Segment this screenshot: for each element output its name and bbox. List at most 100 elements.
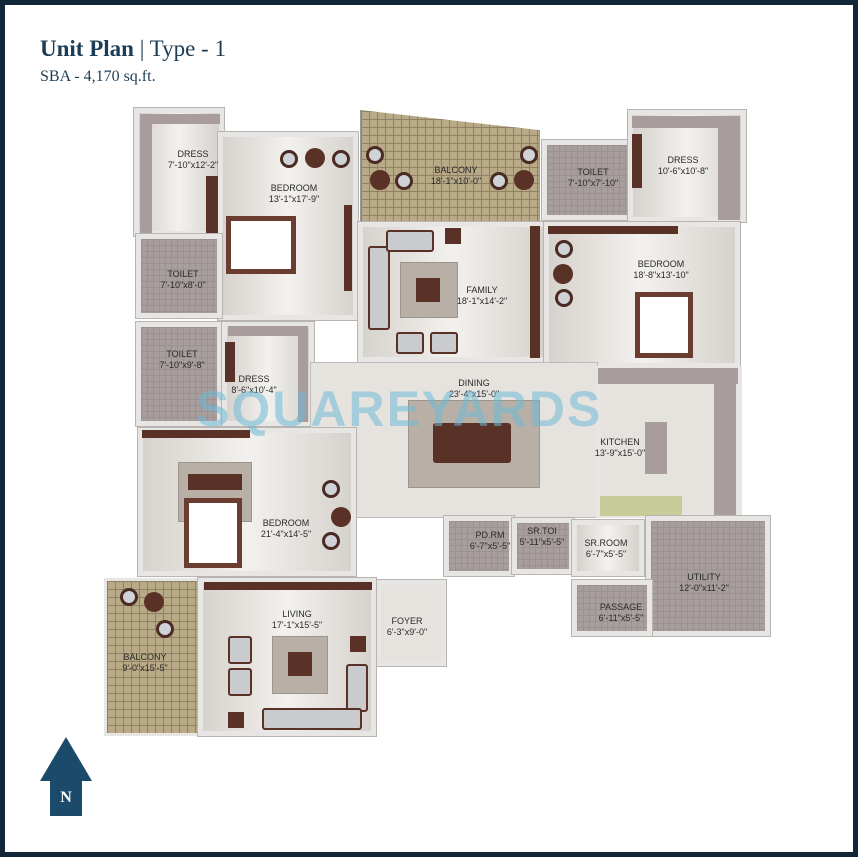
wardrobe (718, 116, 740, 220)
room-balcony-n (360, 110, 540, 222)
room-size: 18'-1"x14'-2" (456, 296, 508, 306)
armchair (395, 172, 413, 190)
wardrobe (225, 342, 235, 382)
wardrobe (632, 134, 642, 188)
armchair (555, 289, 573, 307)
armchair (322, 532, 340, 550)
side-table (370, 170, 390, 190)
room-name: SR.TOI (527, 526, 557, 536)
side-table (350, 636, 366, 652)
kitchen-counter (600, 496, 682, 516)
room-name: DINING (458, 378, 490, 388)
room-size: 7'-10"x8'-0" (160, 280, 206, 290)
armchair (555, 240, 573, 258)
title-type: Type - 1 (149, 36, 226, 61)
side-table (144, 592, 164, 612)
title-separator: | (139, 36, 145, 61)
room-size: 6'-11"x5'-5" (598, 613, 644, 623)
tv-unit (548, 226, 678, 234)
sofa (346, 664, 368, 712)
room-name: LIVING (282, 609, 312, 619)
room-size: 6'-7"x5'-5" (585, 549, 627, 559)
armchair (228, 636, 252, 664)
room-name: TOILET (577, 167, 609, 177)
room-name: DRESS (667, 155, 699, 165)
room-size: 7'-10"x9'-8" (159, 360, 205, 370)
wardrobe (632, 116, 740, 128)
armchair (332, 150, 350, 168)
armchair (430, 332, 458, 354)
sofa (386, 230, 434, 252)
room-size: 17'-1"x15'-5" (271, 620, 323, 630)
room-name: BEDROOM (270, 183, 318, 193)
wardrobe (206, 176, 218, 236)
side-table (553, 264, 573, 284)
room-size: 18'-1"x10'-0" (430, 176, 482, 186)
room-toilet-ne (541, 139, 633, 221)
title-unit-plan: Unit Plan (40, 36, 134, 61)
room-size: 13'-1"x17'-9" (268, 194, 320, 204)
room-size: 23'-4"x15'-0" (448, 389, 500, 399)
sofa (262, 708, 362, 730)
armchair (520, 146, 538, 164)
armchair (280, 150, 298, 168)
armchair (322, 480, 340, 498)
room-size: 6'-7"x5'-5" (469, 541, 511, 551)
room-passage (571, 579, 653, 637)
sofa (368, 246, 390, 330)
armchair (396, 332, 424, 354)
kitchen-island (645, 422, 667, 474)
room-name: BEDROOM (262, 518, 310, 528)
room-size: 8'-6"x10'-4" (231, 385, 277, 395)
room-name: PD.RM (475, 530, 505, 540)
wardrobe (142, 430, 250, 438)
watermark: SQUAREYARDS (196, 381, 603, 437)
armchair (156, 620, 174, 638)
side-table (445, 228, 461, 244)
room-name: TOILET (167, 269, 199, 279)
room-size: 7'-10"x12'-2" (167, 160, 219, 170)
wardrobe (140, 114, 152, 234)
compass-label: N (50, 780, 82, 816)
room-name: TOILET (166, 349, 198, 359)
tv-unit (530, 226, 540, 358)
room-pd-rm (443, 515, 515, 577)
room-size: 9'-0"x15'-5" (122, 663, 168, 673)
bed (184, 498, 242, 568)
room-size: 13'-9"x15'-0" (594, 448, 646, 458)
room-size: 6'-3"x9'-0" (386, 627, 428, 637)
armchair (228, 668, 252, 696)
wardrobe (140, 114, 220, 124)
wardrobe (298, 326, 308, 422)
bed (635, 292, 693, 358)
side-table (514, 170, 534, 190)
room-name: BEDROOM (637, 259, 685, 269)
side-table (228, 712, 244, 728)
room-utility (645, 515, 771, 637)
coffee-table (416, 278, 440, 302)
room-toilet-nw (135, 233, 223, 319)
side-table (331, 507, 351, 527)
bed (226, 216, 296, 274)
room-name: DRESS (238, 374, 270, 384)
dining-table (433, 423, 511, 463)
